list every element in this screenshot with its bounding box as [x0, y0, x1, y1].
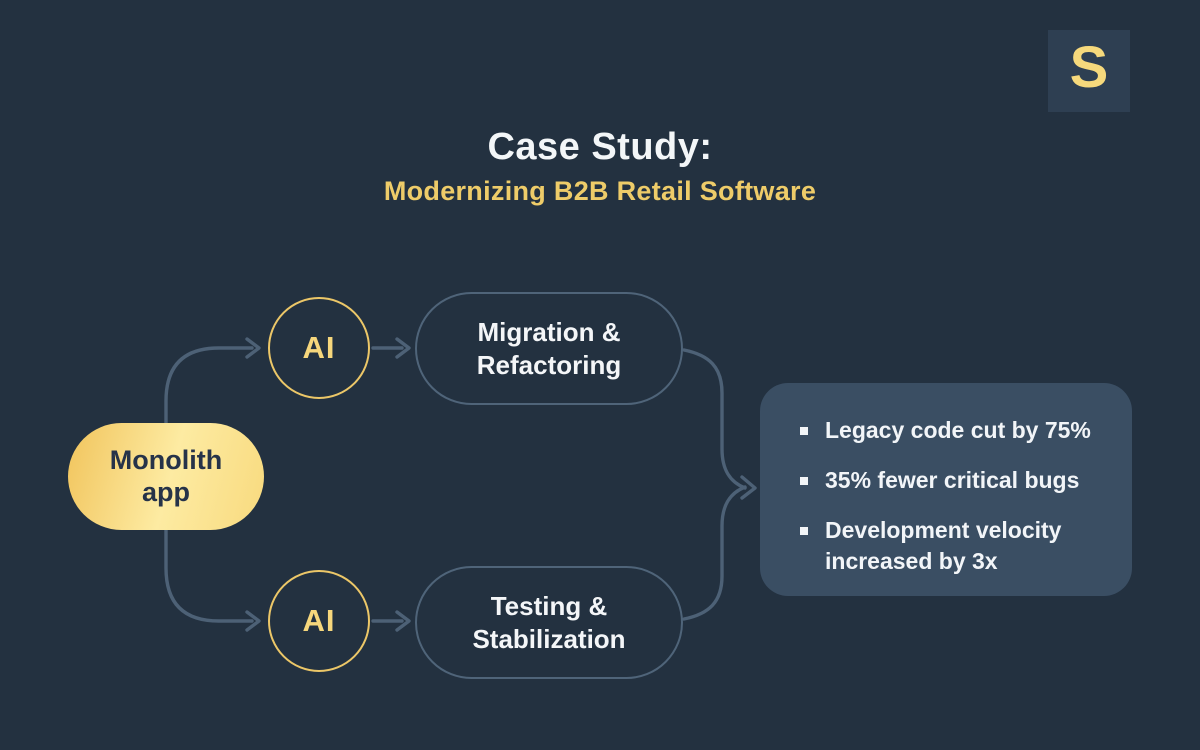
- result-item-text: Legacy code cut by 75%: [825, 417, 1091, 443]
- arrowhead-testing-icon: [395, 610, 411, 632]
- brand-logo: S: [1048, 30, 1130, 112]
- arrowhead-results-icon: [740, 475, 757, 500]
- arrowhead-migration-icon: [395, 337, 411, 359]
- result-item-text: Development velocity increased by 3x: [825, 517, 1062, 574]
- result-item-text: 35% fewer critical bugs: [825, 467, 1080, 493]
- arrow-migration-to-results: [682, 348, 747, 490]
- bullet-square-icon: [800, 527, 808, 535]
- brand-logo-letter: S: [1069, 35, 1109, 100]
- arrow-monolith-to-ai-top: [164, 346, 254, 426]
- bullet-square-icon: [800, 477, 808, 485]
- arrow-testing-to-results: [682, 485, 747, 621]
- result-item: Development velocity increased by 3x: [800, 515, 1106, 577]
- arrowhead-ai-bottom-icon: [245, 610, 261, 632]
- bullet-square-icon: [800, 427, 808, 435]
- arrow-monolith-to-ai-bottom: [164, 527, 254, 623]
- page-subtitle: Modernizing B2B Retail Software: [383, 176, 817, 206]
- results-panel: Legacy code cut by 75% 35% fewer critica…: [760, 383, 1132, 596]
- result-item: 35% fewer critical bugs: [800, 465, 1106, 496]
- arrowhead-ai-top-icon: [245, 337, 261, 359]
- results-list: Legacy code cut by 75% 35% fewer critica…: [800, 415, 1106, 577]
- page-title: Case Study:: [487, 126, 713, 168]
- node-ai-top: AI: [268, 297, 370, 399]
- node-monolith-app: Monolith app: [68, 423, 264, 530]
- node-testing-stabilization: Testing & Stabilization: [415, 566, 683, 679]
- result-item: Legacy code cut by 75%: [800, 415, 1106, 446]
- node-ai-bottom: AI: [268, 570, 370, 672]
- node-migration-refactoring: Migration & Refactoring: [415, 292, 683, 405]
